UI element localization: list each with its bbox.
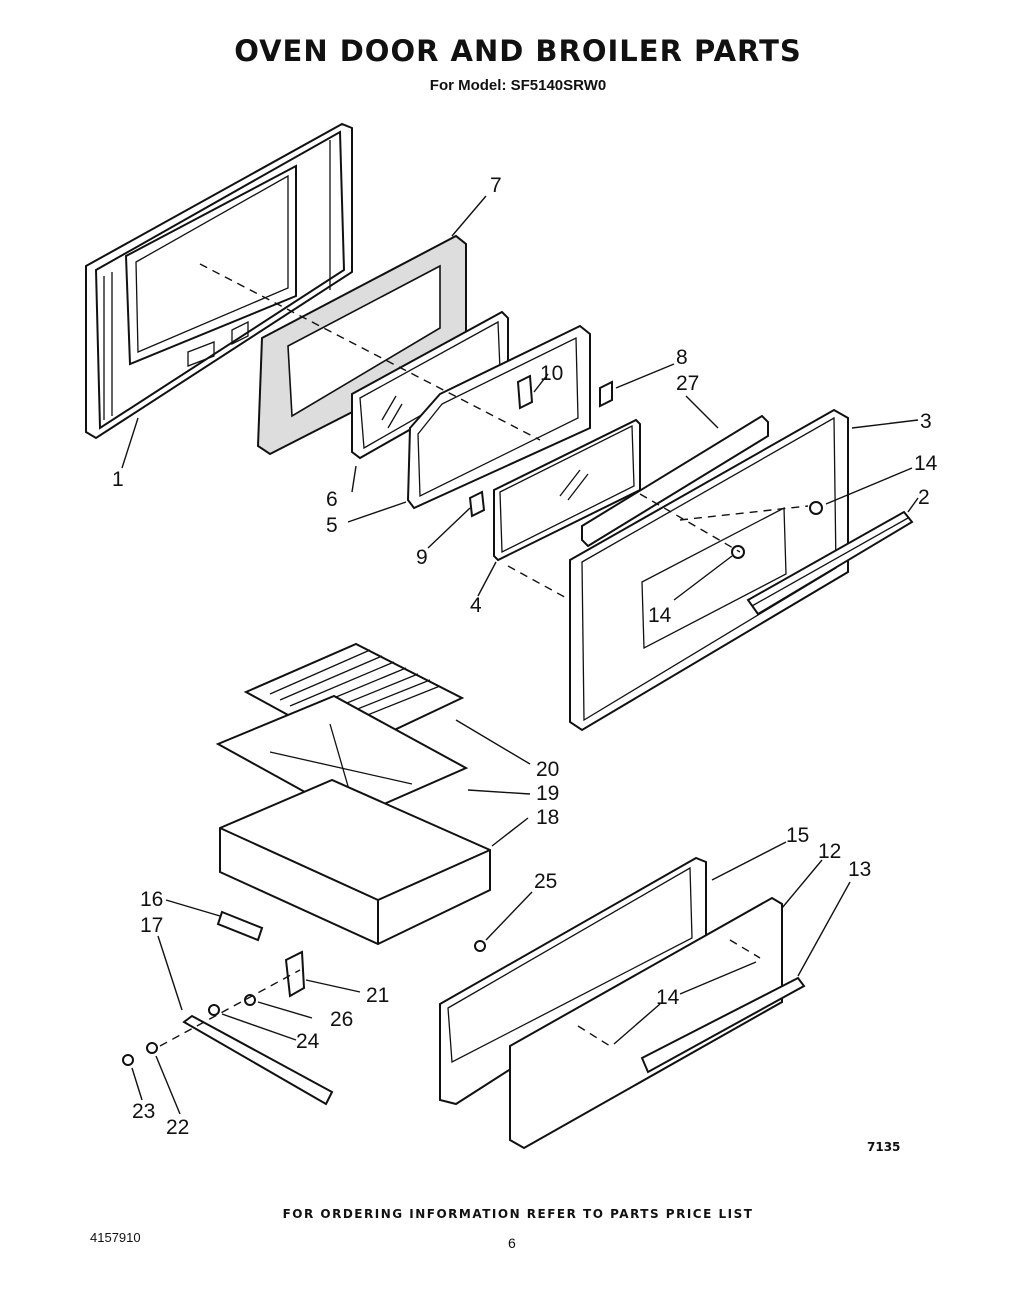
part-bracket-21 — [284, 950, 306, 998]
part-door-handle — [746, 510, 914, 616]
callout-9: 9 — [416, 546, 428, 569]
callout-19: 19 — [536, 782, 559, 805]
callout-12: 12 — [818, 840, 841, 863]
part-clip-9 — [468, 490, 486, 518]
callout-25: 25 — [534, 870, 557, 893]
part-rail — [182, 1014, 334, 1106]
model-subtitle: For Model: SF5140SRW0 — [429, 77, 607, 94]
callout-22: 22 — [166, 1116, 189, 1139]
part-broiler-door-outer — [509, 896, 783, 1150]
callout-21: 21 — [366, 984, 389, 1007]
callout-7: 7 — [490, 174, 502, 197]
callout-4: 4 — [470, 594, 482, 617]
figure-number: 7135 — [867, 1140, 901, 1154]
callout-6: 6 — [326, 488, 338, 511]
callout-26: 26 — [330, 1008, 353, 1031]
callout-17: 17 — [140, 914, 163, 937]
part-broiler-drawer — [219, 778, 491, 946]
callout-5: 5 — [326, 514, 338, 537]
callout-8: 8 — [676, 346, 688, 369]
callout-14-c: 14 — [656, 986, 680, 1009]
part-glass-frame — [406, 324, 591, 510]
callout-13: 13 — [848, 858, 871, 881]
callout-labels: 1 2 3 4 5 6 7 8 9 10 12 13 14 14 14 14 1… — [112, 174, 938, 1139]
callout-16: 16 — [140, 888, 163, 911]
leader-lines — [121, 195, 919, 1115]
document-number: 4157910 — [90, 1230, 141, 1245]
page-number: 6 — [508, 1235, 516, 1251]
page-title: OVEN DOOR AND BROILER PARTS — [234, 34, 802, 68]
callout-15: 15 — [786, 824, 809, 847]
callout-18: 18 — [536, 806, 559, 829]
callout-14-a: 14 — [914, 452, 938, 475]
part-spring — [216, 910, 264, 942]
part-clip-8 — [599, 380, 613, 408]
part-inner-door-panel — [85, 122, 353, 440]
callout-14-b: 14 — [648, 604, 672, 627]
callout-1: 1 — [112, 468, 124, 491]
ordering-note: FOR ORDERING INFORMATION REFER TO PARTS … — [282, 1207, 754, 1221]
callout-24: 24 — [296, 1030, 320, 1053]
assembly-lines — [159, 263, 809, 1047]
part-outer-door — [569, 408, 849, 732]
part-broiler-handle — [640, 976, 806, 1074]
callout-10: 10 — [540, 362, 563, 385]
callout-3: 3 — [920, 410, 932, 433]
part-vent-trim — [581, 414, 769, 548]
callout-2: 2 — [918, 486, 930, 509]
part-bracket-10 — [516, 374, 534, 410]
callout-27: 27 — [676, 372, 699, 395]
callout-23: 23 — [132, 1100, 155, 1123]
callout-20: 20 — [536, 758, 559, 781]
